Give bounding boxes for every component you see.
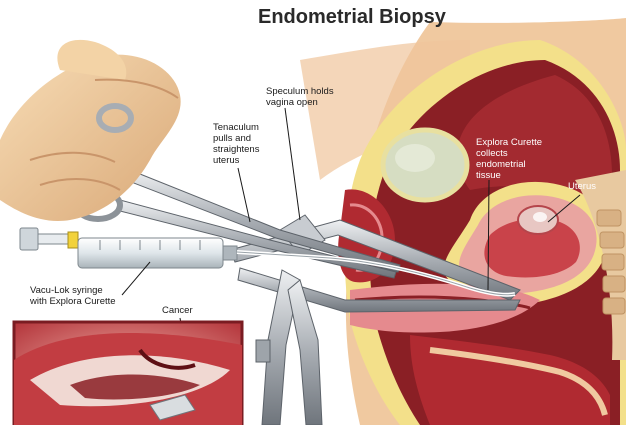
label-curette: Explora Curette collects endometrial tis… [476,137,542,181]
label-tenaculum: Tenaculum pulls and straightens uterus [213,122,259,166]
cancer-inset [14,322,242,425]
page-title: Endometrial Biopsy [258,6,446,29]
label-speculum: Speculum holds vagina open [266,86,334,108]
label-uterus: Uterus [568,181,596,192]
label-syringe: Vacu-Lok syringe with Explora Curette [30,285,116,307]
label-cancer: Cancer [162,305,193,316]
gloved-hand [0,40,181,221]
